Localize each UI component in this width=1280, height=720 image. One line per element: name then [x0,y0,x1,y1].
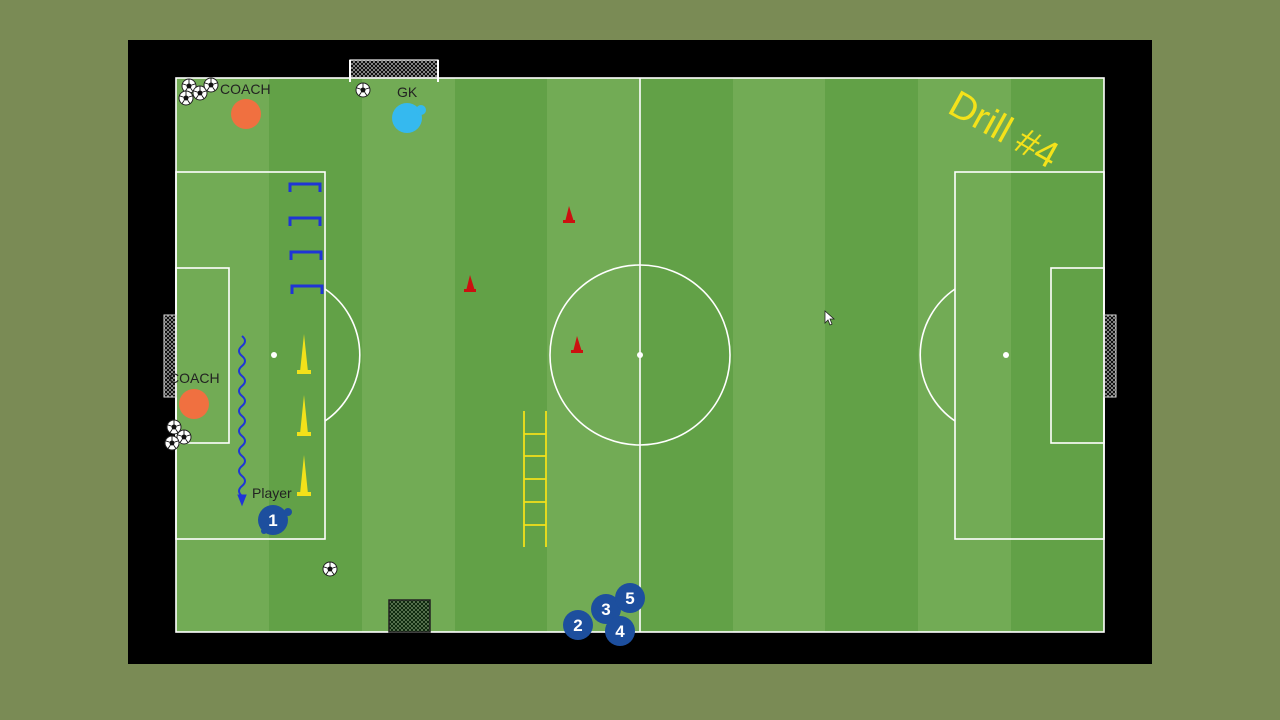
yellow-cones [297,334,311,496]
player-number: 2 [573,616,582,635]
goal-icon [163,314,177,398]
soccer-ball-icon [322,561,338,577]
red-cones [464,206,583,353]
cone-icon [300,455,308,494]
agility-ladder-icon [523,411,547,547]
cone-icon [466,275,475,291]
cone-icon [300,395,308,434]
goalkeeper-marker[interactable] [392,103,426,133]
mini-hurdle-icon [290,284,324,294]
player-marker-1[interactable]: 1 [258,505,292,535]
drill-board: 1 2 3 4 5 COACH COACH GK Player Drill #4 [128,40,1152,664]
mini-hurdle-icon [288,182,322,192]
player-number: 5 [625,589,634,608]
cone-icon [565,206,574,222]
cone-icon [573,336,582,352]
player-label: Player [252,485,292,501]
player-number: 4 [615,622,625,641]
pitch-spots [271,352,1009,358]
goalkeeper-label: GK [397,84,418,100]
mouse-pointer-icon [824,310,836,326]
soccer-ball-icon [355,82,371,98]
player-marker-3[interactable]: 3 [591,594,621,624]
arrow-head-icon [237,494,247,507]
player-number: 1 [268,511,277,530]
goal-icon [388,599,431,633]
goal-icon [349,59,439,82]
soccer-ball-icon [164,435,180,451]
coach-left-marker[interactable] [179,389,209,419]
soccer-ball-icon [178,90,194,106]
coach-top-label: COACH [220,81,271,97]
mini-hurdle-icon [288,216,322,226]
coach-top-marker[interactable] [231,99,261,129]
player-marker-2[interactable]: 2 [563,610,593,640]
soccer-ball-icon [203,77,219,93]
coach-left-label: COACH [169,370,220,386]
mini-hurdle-icon [289,250,323,260]
player-marker-5[interactable]: 5 [615,583,645,613]
player-number: 3 [601,600,610,619]
goal-icon [1103,314,1117,398]
cone-icon [300,334,308,372]
player-marker-4[interactable]: 4 [605,616,635,646]
mini-hurdle-group [288,182,324,294]
dribble-path [237,335,247,507]
